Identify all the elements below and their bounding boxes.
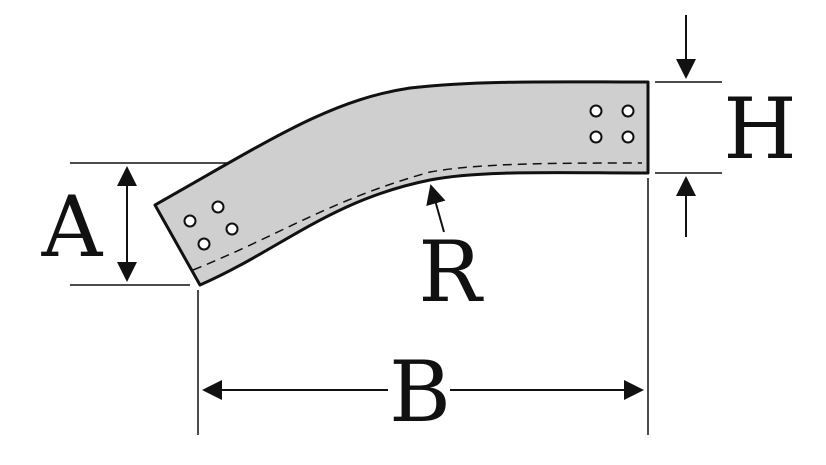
label-h: H (723, 80, 796, 178)
radius-leader-arrow (426, 184, 446, 233)
bolt-holes-right (589, 104, 635, 144)
label-b: B (389, 343, 451, 441)
dashed-inner-edge (192, 162, 643, 271)
bolt-holes-left (183, 200, 239, 251)
label-r: R (418, 223, 484, 321)
label-a: A (41, 178, 104, 276)
bent-plate (153, 80, 650, 287)
